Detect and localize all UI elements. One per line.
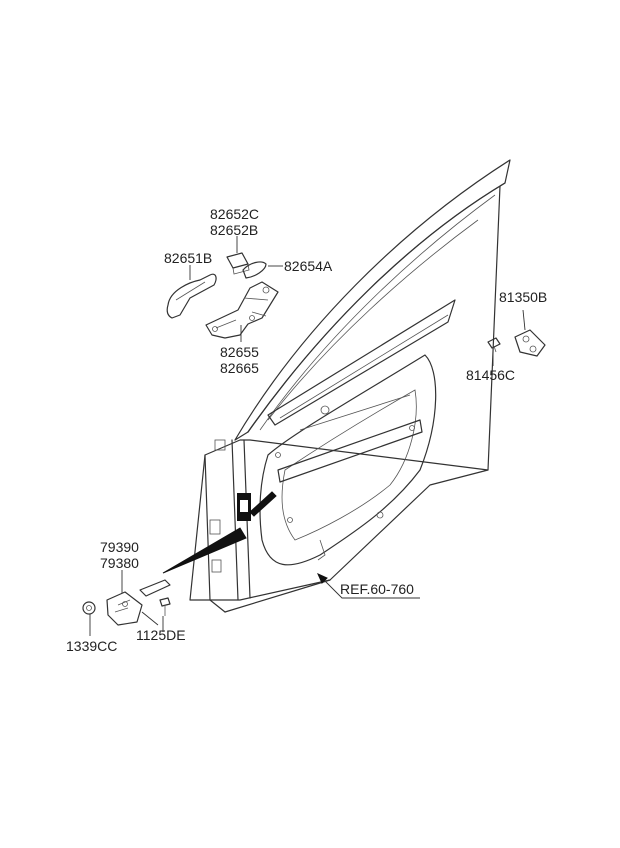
door-striker: [514, 329, 546, 357]
label-81456c: 81456C: [466, 367, 515, 383]
label-1125de: 1125DE: [136, 627, 186, 643]
label-82655: 82655: [220, 344, 259, 360]
handle-bracket: [205, 281, 279, 339]
hinge-bolt: [159, 597, 171, 616]
handle-cover: [226, 252, 250, 275]
label-82665: 82665: [220, 360, 259, 376]
label-82654a: 82654A: [284, 258, 333, 274]
ref-leader-line: [321, 577, 420, 599]
door-shell: [189, 159, 511, 613]
label-82652c: 82652C: [210, 206, 259, 222]
hinge-nut: [82, 601, 96, 615]
hinge-pointer-arrow: [162, 527, 247, 574]
label-79390: 79390: [100, 539, 139, 555]
label-82652b: 82652B: [210, 222, 258, 238]
outside-handle: [166, 273, 217, 319]
label-79380: 79380: [100, 555, 139, 571]
label-1339cc: 1339CC: [66, 638, 117, 654]
label-82651b: 82651B: [164, 250, 212, 266]
label-81350b: 81350B: [499, 289, 547, 305]
label-ref-60-760: REF.60-760: [340, 581, 414, 597]
striker-screw: [487, 337, 501, 353]
latch-pointer-arrow: [249, 491, 277, 517]
door-hinge: [106, 579, 171, 626]
handle-pad: [242, 261, 267, 279]
